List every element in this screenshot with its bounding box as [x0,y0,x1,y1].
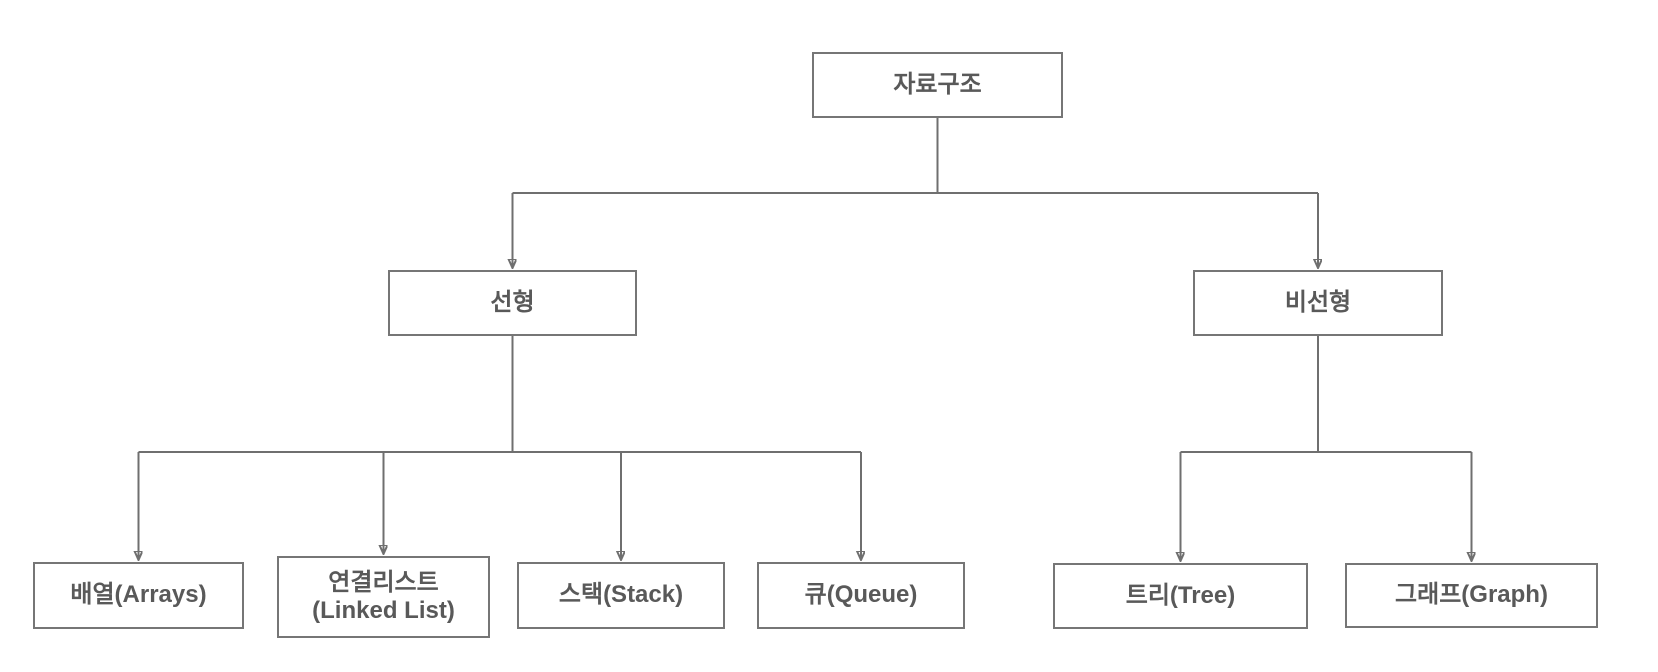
node-tree: 트리(Tree) [1053,563,1308,629]
node-stack-label: 스택(Stack) [558,581,684,609]
node-tree-label: 트리(Tree) [1125,581,1236,609]
node-data-structure: 자료구조 [812,52,1063,118]
node-nonlinear: 비선형 [1193,270,1443,336]
node-queue: 큐(Queue) [757,562,965,629]
node-nonlinear-label: 비선형 [1284,288,1352,316]
node-linear-label: 선형 [490,288,535,316]
node-stack: 스택(Stack) [517,562,725,629]
node-graph: 그래프(Graph) [1345,563,1598,628]
node-linear: 선형 [388,270,637,336]
node-arrays: 배열(Arrays) [33,562,244,629]
node-queue-label: 큐(Queue) [804,581,918,609]
node-arrays-label: 배열(Arrays) [70,581,207,609]
node-linked-list-label: 연결리스트 (Linked List) [312,568,455,624]
node-data-structure-label: 자료구조 [893,70,982,98]
node-graph-label: 그래프(Graph) [1395,581,1548,609]
node-linked-list: 연결리스트 (Linked List) [277,556,490,638]
